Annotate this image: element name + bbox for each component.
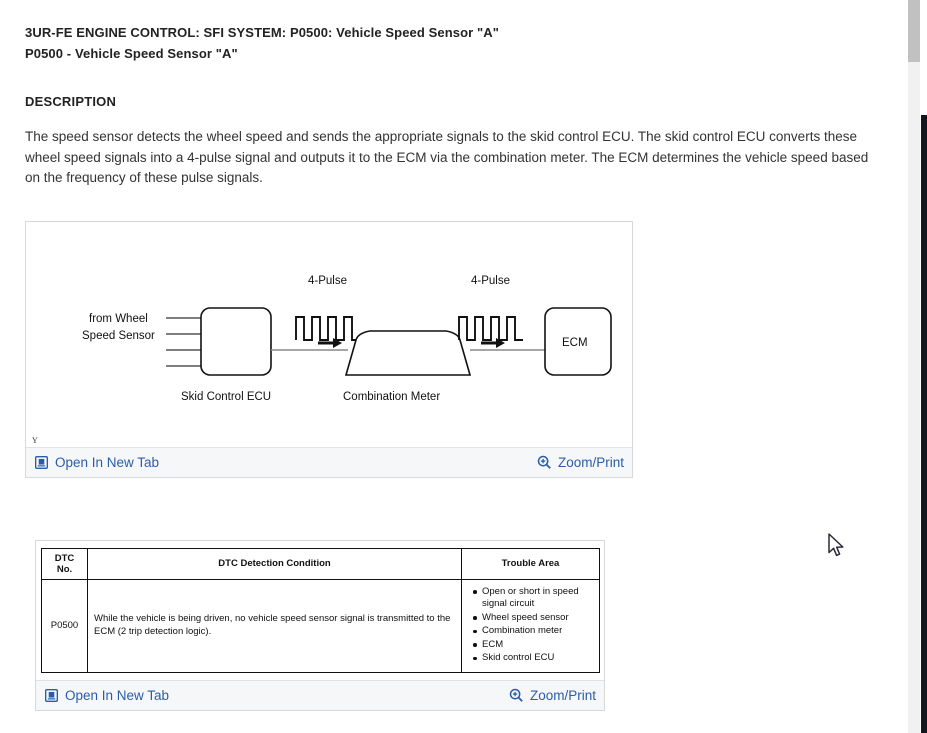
list-item: Skid control ECU	[473, 652, 595, 665]
list-item: Combination meter	[473, 625, 595, 638]
page-title-line-1: 3UR-FE ENGINE CONTROL: SFI SYSTEM: P0500…	[25, 25, 500, 40]
dtc-header-line1: DTC	[54, 552, 75, 564]
ecm-box	[544, 306, 612, 376]
open-in-new-tab-icon	[45, 688, 58, 702]
open-in-new-tab-button-table[interactable]: Open In New Tab	[45, 688, 169, 703]
list-item: Wheel speed sensor	[473, 612, 595, 625]
zoom-print-label-figure: Zoom/Print	[557, 454, 624, 470]
outer-scrollbar-thumb[interactable]	[908, 0, 920, 62]
wheel-sensor-input-lines	[166, 316, 202, 367]
open-in-new-tab-label-table: Open In New Tab	[65, 687, 170, 703]
zoom-print-button-table[interactable]: Zoom/Print	[509, 688, 596, 703]
label-pulse-left: 4-Pulse	[308, 275, 347, 287]
direction-arrow-right	[481, 337, 505, 348]
zoom-print-label-table: Zoom/Print	[529, 687, 596, 703]
outer-vertical-scrollbar[interactable]	[908, 0, 920, 733]
dtc-table: DTC No. DTC Detection Condition Trouble …	[41, 547, 600, 673]
cell-dtc-condition: While the vehicle is being driven, no ve…	[87, 578, 462, 673]
skid-control-ecu-box	[200, 306, 272, 376]
figure-corner-mark: Y	[32, 435, 38, 445]
trouble-area-list: Open or short in speed signal circuit Wh…	[468, 586, 595, 665]
pulse-waveform-right	[458, 315, 523, 341]
description-paragraph: The speed sensor detects the wheel speed…	[25, 129, 869, 185]
figure-card-diagram: from Wheel Speed Sensor 4-Pulse 4-Pulse …	[25, 220, 633, 478]
section-heading-description: DESCRIPTION	[25, 94, 117, 109]
label-from-wheel-line2: Speed Sensor	[82, 330, 155, 342]
figure-image-area[interactable]: from Wheel Speed Sensor 4-Pulse 4-Pulse …	[26, 221, 632, 447]
cell-dtc-no: P0500	[41, 578, 88, 673]
dtc-table-header-row: DTC No. DTC Detection Condition Trouble …	[41, 547, 600, 580]
dtc-table-header-dtc-no: DTC No.	[41, 547, 88, 580]
label-ecm: ECM	[562, 337, 588, 349]
figure-footer-toolbar: Open In New Tab Zoom/Print	[26, 446, 632, 477]
cell-trouble-area: Open or short in speed signal circuit Wh…	[461, 578, 600, 673]
list-item: ECM	[473, 639, 595, 652]
figure-card-dtc-table: DTC No. DTC Detection Condition Trouble …	[35, 539, 605, 711]
inner-vertical-scrollbar[interactable]	[920, 0, 927, 733]
dtc-table-header-trouble-area: Trouble Area	[461, 547, 600, 580]
open-in-new-tab-label-figure: Open In New Tab	[55, 454, 160, 470]
page-title: 3UR-FE ENGINE CONTROL: SFI SYSTEM: P0500…	[25, 22, 908, 64]
label-from-wheel-line1: from Wheel	[89, 313, 148, 325]
page-title-line-2: P0500 - Vehicle Speed Sensor "A"	[25, 46, 238, 61]
dtc-header-line2: No.	[56, 563, 73, 575]
table-row: P0500 While the vehicle is being driven,…	[41, 578, 600, 673]
zoom-print-button-figure[interactable]: Zoom/Print	[537, 455, 624, 470]
dtc-table-header-condition: DTC Detection Condition	[87, 547, 462, 580]
dtc-table-footer-toolbar: Open In New Tab Zoom/Print	[36, 679, 604, 710]
open-in-new-tab-button-figure[interactable]: Open In New Tab	[35, 455, 159, 470]
label-skid-control-ecu: Skid Control ECU	[181, 391, 271, 403]
magnifier-plus-icon	[509, 688, 523, 702]
label-combination-meter: Combination Meter	[343, 391, 440, 403]
magnifier-plus-icon	[537, 455, 551, 469]
direction-arrow-left	[318, 337, 342, 348]
inner-scrollbar-thumb[interactable]	[921, 115, 927, 733]
list-item: Open or short in speed signal circuit	[473, 586, 595, 611]
document-viewer-page: 3UR-FE ENGINE CONTROL: SFI SYSTEM: P0500…	[25, 22, 908, 711]
document-content: 3UR-FE ENGINE CONTROL: SFI SYSTEM: P0500…	[25, 22, 908, 711]
label-pulse-right: 4-Pulse	[471, 275, 510, 287]
dtc-table-area[interactable]: DTC No. DTC Detection Condition Trouble …	[36, 540, 604, 680]
open-in-new-tab-icon	[35, 455, 48, 469]
vehicle-speed-sensor-signal-diagram: from Wheel Speed Sensor 4-Pulse 4-Pulse …	[82, 275, 612, 403]
pulse-waveform-left	[295, 315, 360, 341]
combination-meter-shape	[344, 329, 472, 376]
